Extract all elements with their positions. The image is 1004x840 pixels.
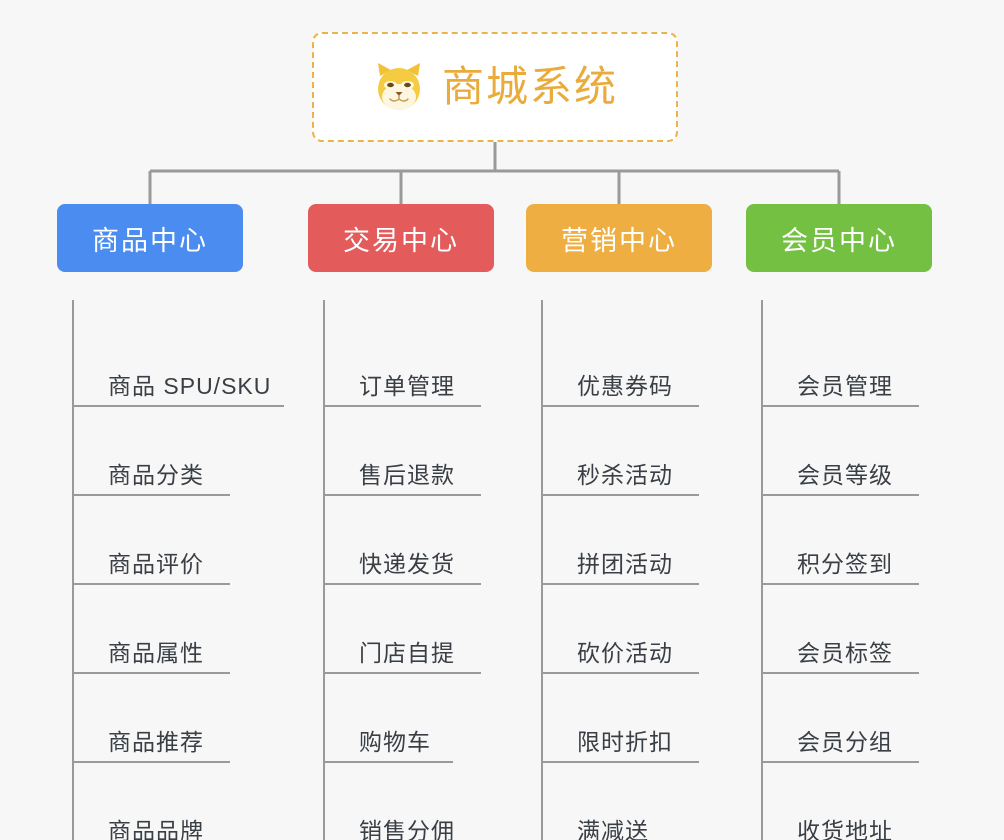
- leaf-item[interactable]: 购物车: [325, 674, 494, 763]
- leaf-item[interactable]: 积分签到: [763, 496, 932, 585]
- leaf-item-label: 秒杀活动: [577, 461, 673, 488]
- column-marketing-center: 营销中心 优惠券码 秒杀活动 拼团活动 砍价活动 限时折扣: [526, 204, 712, 840]
- leaf-item[interactable]: 订单管理: [325, 318, 494, 407]
- leaf-item-label: 会员管理: [797, 372, 893, 399]
- leaf-item-label: 购物车: [359, 728, 431, 755]
- column-header-label: 会员中心: [781, 225, 897, 256]
- leaf-item[interactable]: 砍价活动: [543, 585, 712, 674]
- leaf-item-label: 商品属性: [108, 639, 204, 666]
- leaf-item-label: 拼团活动: [577, 550, 673, 577]
- leaf-list-product-center: 商品 SPU/SKU 商品分类 商品评价 商品属性 商品推荐 商品品牌: [72, 300, 284, 840]
- leaf-item-label: 商品评价: [108, 550, 204, 577]
- root-node-mall-system[interactable]: 商城系统: [312, 32, 678, 142]
- leaf-item[interactable]: 秒杀活动: [543, 407, 712, 496]
- shiba-dog-face-icon: [372, 60, 426, 114]
- leaf-item-label: 销售分佣: [359, 817, 455, 840]
- leaf-item-label: 快递发货: [359, 550, 455, 577]
- leaf-list-trade-center: 订单管理 售后退款 快递发货 门店自提 购物车 销售分佣: [323, 300, 494, 840]
- leaf-item-label: 门店自提: [359, 639, 455, 666]
- leaf-item[interactable]: 优惠券码: [543, 318, 712, 407]
- leaf-item[interactable]: 会员管理: [763, 318, 932, 407]
- column-header-trade-center[interactable]: 交易中心: [308, 204, 494, 272]
- leaf-item[interactable]: 售后退款: [325, 407, 494, 496]
- column-header-label: 商品中心: [92, 225, 208, 256]
- leaf-item-label: 会员分组: [797, 728, 893, 755]
- leaf-item-label: 商品品牌: [108, 817, 204, 840]
- leaf-item-label: 商品分类: [108, 461, 204, 488]
- leaf-item-label: 售后退款: [359, 461, 455, 488]
- leaf-item[interactable]: 门店自提: [325, 585, 494, 674]
- column-member-center: 会员中心 会员管理 会员等级 积分签到 会员标签 会员分组: [746, 204, 932, 840]
- leaf-item-label: 会员标签: [797, 639, 893, 666]
- leaf-item-label: 商品 SPU/SKU: [108, 372, 272, 399]
- leaf-item-label: 满减送: [577, 817, 649, 840]
- leaf-item-label: 商品推荐: [108, 728, 204, 755]
- leaf-item[interactable]: 商品评价: [74, 496, 243, 585]
- leaf-item[interactable]: 会员等级: [763, 407, 932, 496]
- leaf-item-label: 会员等级: [797, 461, 893, 488]
- leaf-item[interactable]: 拼团活动: [543, 496, 712, 585]
- leaf-item[interactable]: 商品推荐: [74, 674, 243, 763]
- leaf-item-label: 积分签到: [797, 550, 893, 577]
- leaf-item[interactable]: 商品属性: [74, 585, 243, 674]
- leaf-item[interactable]: 满减送: [543, 763, 712, 840]
- leaf-item[interactable]: 限时折扣: [543, 674, 712, 763]
- column-header-marketing-center[interactable]: 营销中心: [526, 204, 712, 272]
- column-header-product-center[interactable]: 商品中心: [57, 204, 243, 272]
- leaf-item[interactable]: 商品品牌: [74, 763, 243, 840]
- leaf-list-marketing-center: 优惠券码 秒杀活动 拼团活动 砍价活动 限时折扣 满减送: [541, 300, 712, 840]
- leaf-list-member-center: 会员管理 会员等级 积分签到 会员标签 会员分组 收货地址: [761, 300, 932, 840]
- root-title: 商城系统: [441, 63, 618, 110]
- leaf-item[interactable]: 会员标签: [763, 585, 932, 674]
- column-product-center: 商品中心 商品 SPU/SKU 商品分类 商品评价 商品属性 商品推荐: [57, 204, 284, 840]
- column-header-member-center[interactable]: 会员中心: [746, 204, 932, 272]
- leaf-item-label: 砍价活动: [577, 639, 673, 666]
- leaf-item-label: 限时折扣: [577, 728, 673, 755]
- column-header-label: 交易中心: [343, 225, 459, 256]
- leaf-item[interactable]: 商品 SPU/SKU: [74, 318, 284, 407]
- leaf-item[interactable]: 快递发货: [325, 496, 494, 585]
- leaf-item-label: 收货地址: [797, 817, 893, 840]
- leaf-item-label: 订单管理: [359, 372, 455, 399]
- column-header-label: 营销中心: [561, 225, 677, 256]
- leaf-item[interactable]: 商品分类: [74, 407, 243, 496]
- leaf-item[interactable]: 销售分佣: [325, 763, 494, 840]
- leaf-item-label: 优惠券码: [577, 372, 673, 399]
- column-trade-center: 交易中心 订单管理 售后退款 快递发货 门店自提 购物车: [308, 204, 494, 840]
- leaf-item[interactable]: 收货地址: [763, 763, 932, 840]
- category-columns: 商品中心 商品 SPU/SKU 商品分类 商品评价 商品属性 商品推荐: [0, 204, 1004, 840]
- leaf-item[interactable]: 会员分组: [763, 674, 932, 763]
